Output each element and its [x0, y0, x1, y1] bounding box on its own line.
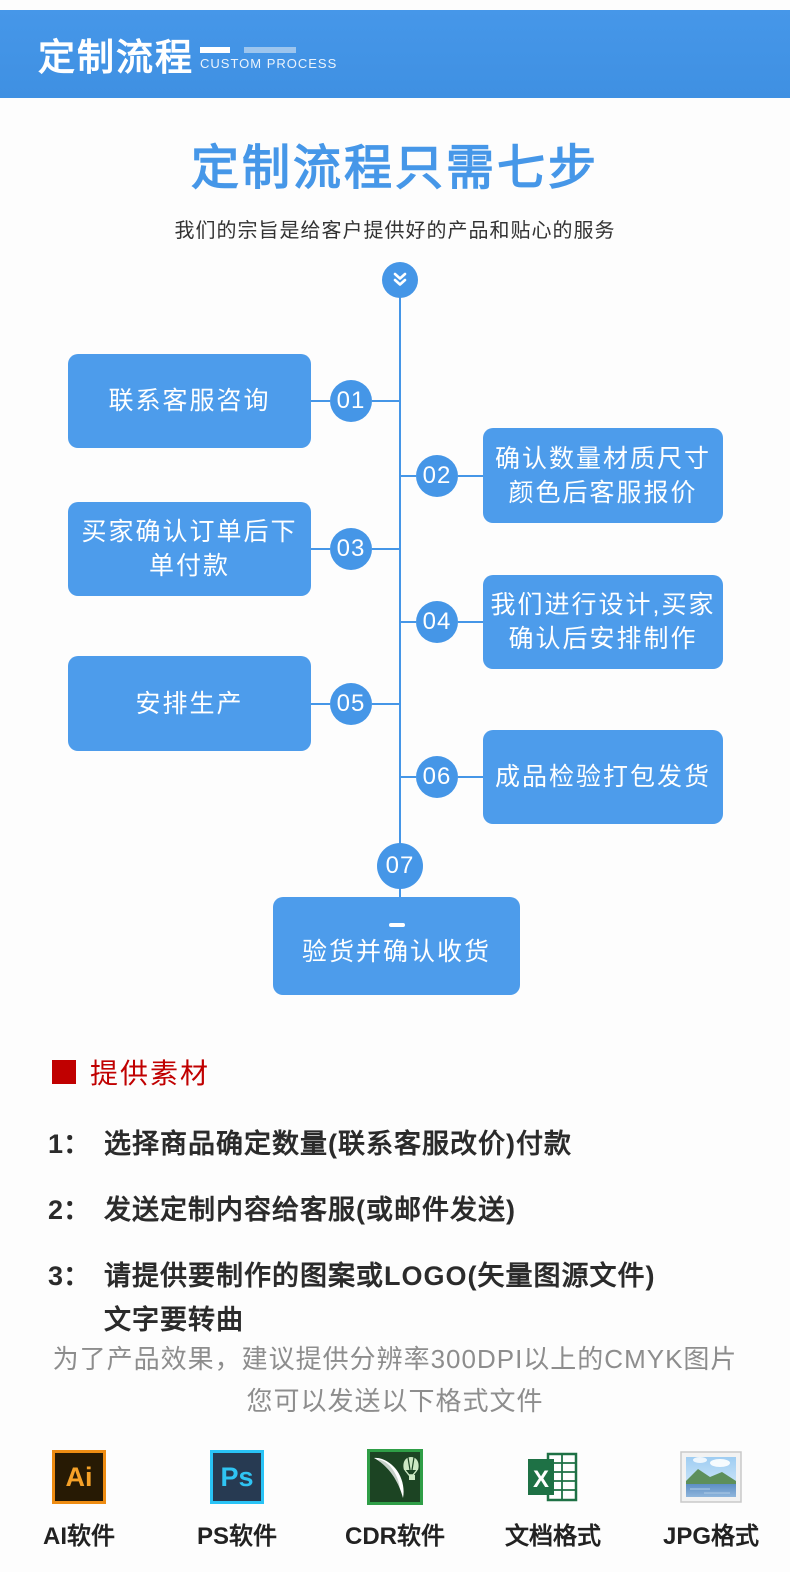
connector-line [458, 475, 483, 477]
format-note-line1: 为了产品效果，建议提供分辨率300DPI以上的CMYK图片 [52, 1344, 738, 1374]
flow-box-3-text: 买家确认订单后下 [81, 518, 298, 546]
format-label: CDR软件 [345, 1523, 445, 1550]
list-item-text: 发送定制内容给客服(或邮件发送) [104, 1195, 516, 1225]
flow-box-6: 成品检验打包发货 [483, 730, 723, 824]
format-note: 为了产品效果，建议提供分辨率300DPI以上的CMYK图片 您可以发送以下格式文… [0, 1338, 790, 1422]
flow-box-7: 验货并确认收货 [273, 897, 520, 995]
step-number-6: 06 [416, 756, 458, 798]
red-square-bullet-icon [52, 1060, 76, 1084]
format-label: JPG格式 [662, 1523, 760, 1550]
page-title: 定制流程只需七步 [190, 142, 599, 195]
adobe-photoshop-icon: Ps [210, 1448, 264, 1506]
list-item-number: 3： [48, 1261, 91, 1291]
format-note-line2: 您可以发送以下格式文件 [246, 1386, 544, 1416]
step-number-4: 04 [416, 601, 458, 643]
flow-box-1: 联系客服咨询 [68, 354, 311, 448]
format-label: PS软件 [196, 1523, 277, 1550]
connector-line [458, 621, 483, 623]
flow-box-3: 买家确认订单后下 单付款 [68, 502, 311, 596]
connector-line [311, 703, 330, 705]
connector-line [372, 703, 400, 705]
flow-box-6-text: 成品检验打包发货 [494, 763, 711, 791]
jpg-image-icon [680, 1448, 742, 1506]
list-item-text: 请提供要制作的图案或LOGO(矢量图源文件) 文字要转曲 [104, 1261, 656, 1335]
format-cdr: CDR软件 [337, 1448, 453, 1551]
page-subtitle: 我们的宗旨是给客户提供好的产品和贴心的服务 [174, 220, 616, 242]
adobe-illustrator-icon: Ai [52, 1448, 106, 1506]
list-item-number: 1： [48, 1129, 91, 1159]
chevron-down-icon [382, 262, 418, 298]
list-item-number: 2： [48, 1195, 91, 1225]
connector-line [372, 548, 400, 550]
ai-glyph: Ai [65, 1461, 93, 1492]
banner-decoration: CUSTOM PROCESS [200, 47, 337, 71]
list-item: 1： 选择商品确定数量(联系客服改价)付款 [48, 1122, 748, 1166]
flow-box-1-text: 联系客服咨询 [108, 387, 271, 415]
dash-white [200, 47, 230, 53]
banner-subtitle: CUSTOM PROCESS [200, 56, 338, 71]
coreldraw-icon [367, 1448, 423, 1506]
list-item-text: 选择商品确定数量(联系客服改价)付款 [104, 1129, 572, 1159]
process-flowchart: 联系客服咨询 01 02 确认数量材质尺寸 颜色后客服报价 买家确认订单后下 单… [0, 250, 790, 1000]
step-number-2: 02 [416, 455, 458, 497]
connector-line [400, 621, 416, 623]
flow-spine-line [399, 294, 401, 904]
list-item: 3： 请提供要制作的图案或LOGO(矢量图源文件) 文字要转曲 [48, 1254, 748, 1342]
flow-box-4: 我们进行设计,买家 确认后安排制作 [483, 575, 723, 669]
format-label: 文档格式 [505, 1523, 601, 1550]
section-banner: 定制流程 CUSTOM PROCESS [0, 10, 790, 98]
flow-box-4-text: 我们进行设计,买家 [490, 591, 716, 619]
materials-list: 1： 选择商品确定数量(联系客服改价)付款 2： 发送定制内容给客服(或邮件发送… [48, 1122, 748, 1364]
materials-heading: 提供素材 [52, 1052, 210, 1092]
connector-line [311, 400, 330, 402]
list-item: 2： 发送定制内容给客服(或邮件发送) [48, 1188, 748, 1232]
format-jpg: JPG格式 [653, 1448, 769, 1551]
flow-box-2: 确认数量材质尺寸 颜色后客服报价 [483, 428, 723, 523]
materials-heading-text: 提供素材 [90, 1058, 211, 1089]
dash-decoration [388, 923, 405, 927]
banner-title: 定制流程 [38, 37, 194, 78]
connector-line [400, 776, 416, 778]
accepted-formats-row: Ai AI软件 Ps PS软件 CDR软件 [0, 1448, 790, 1551]
flow-box-5-text: 安排生产 [135, 689, 244, 718]
format-doc: X 文档格式 [495, 1448, 611, 1551]
dash-decoration [200, 47, 337, 53]
dash-lightblue [244, 47, 296, 53]
step-number-7: 07 [377, 843, 423, 889]
connector-line [372, 400, 400, 402]
step-number-5: 05 [330, 683, 372, 725]
connector-line [400, 475, 416, 477]
ps-glyph: Ps [220, 1461, 254, 1492]
step-number-1: 01 [330, 380, 372, 422]
flow-box-5: 安排生产 [68, 656, 311, 751]
excel-document-icon: X [524, 1448, 582, 1506]
hero-section: 定制流程只需七步 我们的宗旨是给客户提供好的产品和贴心的服务 [0, 128, 790, 243]
step-number-3: 03 [330, 528, 372, 570]
format-label: AI软件 [43, 1523, 115, 1550]
format-ai: Ai AI软件 [21, 1448, 137, 1551]
connector-line [458, 776, 483, 778]
connector-line [311, 548, 330, 550]
flow-box-7-text: 验货并确认收货 [301, 938, 491, 966]
format-ps: Ps PS软件 [179, 1448, 295, 1551]
flow-box-2-text: 确认数量材质尺寸 [494, 444, 711, 473]
excel-x-glyph: X [533, 1466, 549, 1493]
